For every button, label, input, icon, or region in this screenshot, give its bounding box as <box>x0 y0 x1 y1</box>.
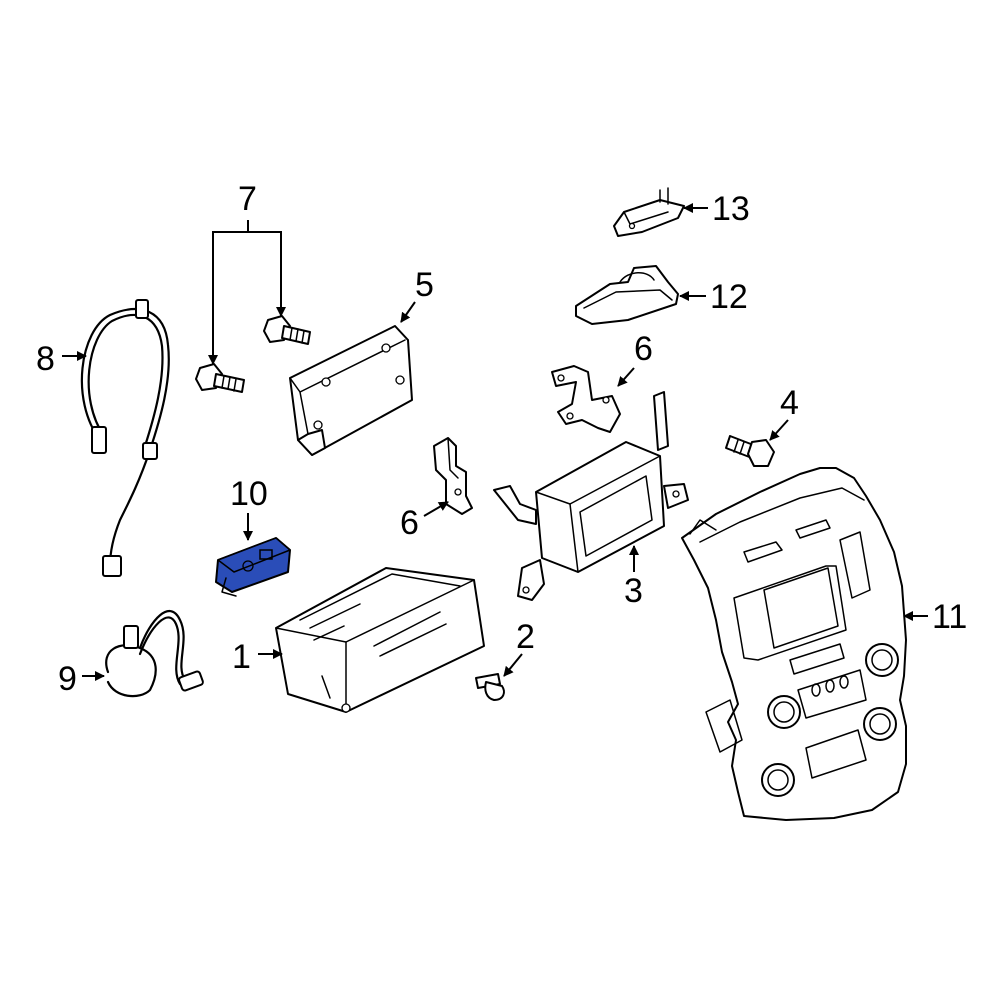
callout-1: 1 <box>232 638 251 676</box>
part-7-bolt-lower[interactable] <box>195 363 245 393</box>
part-5-module[interactable] <box>289 325 413 456</box>
part-10-connector[interactable] <box>215 537 291 597</box>
callout-9: 9 <box>58 660 77 698</box>
part-11-center-bezel[interactable] <box>681 467 907 821</box>
callout-6-right: 6 <box>634 330 653 368</box>
part-6-bracket-left[interactable] <box>433 437 473 515</box>
part-13-trim-bracket[interactable] <box>613 187 685 237</box>
part-9-wire-harness[interactable] <box>105 609 204 698</box>
callout-12: 12 <box>710 278 748 316</box>
part-3-display-module[interactable] <box>493 391 689 601</box>
part-2-clip[interactable] <box>475 673 505 701</box>
leader-5 <box>400 301 416 323</box>
part-6-bracket-right[interactable] <box>551 365 621 433</box>
part-4-bolt[interactable] <box>725 435 775 467</box>
callout-11: 11 <box>932 598 967 636</box>
callout-5: 5 <box>415 266 434 304</box>
callout-10: 10 <box>230 475 268 513</box>
leader-2 <box>503 653 523 677</box>
part-10-face <box>217 537 291 573</box>
callout-4: 4 <box>780 384 799 422</box>
leader-6-right <box>617 367 635 387</box>
callout-3: 3 <box>624 572 643 610</box>
leader-6-left <box>423 501 449 517</box>
part-1-radio-unit[interactable] <box>275 567 485 713</box>
callout-2: 2 <box>516 618 535 656</box>
callout-8: 8 <box>36 340 55 378</box>
part-7-bolt-upper[interactable] <box>263 315 311 345</box>
part-8-wire-harness[interactable] <box>80 299 170 577</box>
leader-4 <box>769 419 789 441</box>
callout-7: 7 <box>238 180 257 218</box>
callout-13: 13 <box>712 190 750 228</box>
callout-6-left: 6 <box>400 504 419 542</box>
part-12-trim-piece[interactable] <box>575 265 679 325</box>
